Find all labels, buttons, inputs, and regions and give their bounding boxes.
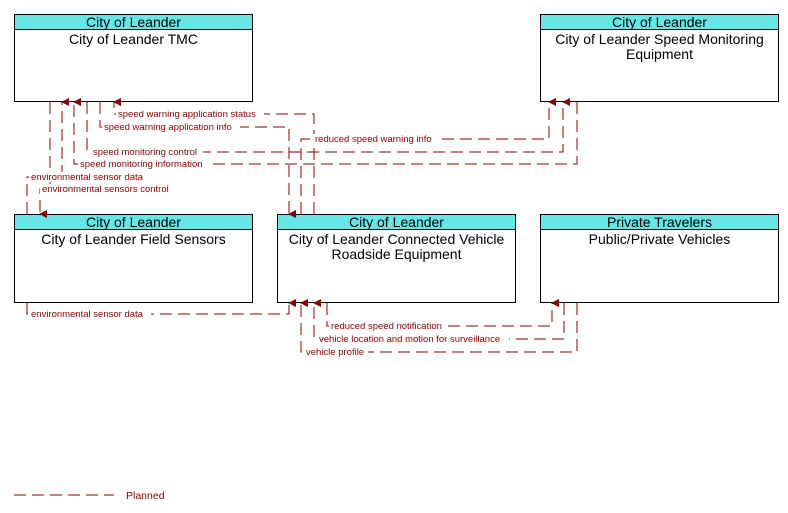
node-public-private-vehicles[interactable]: Private Travelers Public/Private Vehicle… — [540, 214, 779, 303]
node-header: Private Travelers — [541, 215, 778, 230]
flow-line-speed-monitoring-information — [73, 98, 578, 165]
flow-line-environmental-sensor-data-bottom — [26, 299, 296, 315]
node-header: City of Leander — [541, 15, 778, 30]
node-connected-vehicle-rse[interactable]: City of Leander City of Leander Connecte… — [277, 214, 516, 303]
node-field-sensors[interactable]: City of Leander City of Leander Field Se… — [14, 214, 253, 303]
flow-label-environmental-sensors-control: environmental sensors control — [42, 184, 169, 195]
flow-label-speed-warning-application-info: speed warning application info — [104, 122, 232, 133]
node-header: City of Leander — [15, 15, 252, 30]
legend-planned-label: Planned — [126, 490, 165, 502]
flow-line-environmental-sensor-data-top — [26, 98, 69, 214]
node-speed-monitoring-equipment[interactable]: City of Leander City of Leander Speed Mo… — [540, 14, 779, 102]
flow-line-environmental-sensors-control — [39, 102, 51, 218]
node-title: City of Leander Connected Vehicle Roadsi… — [288, 231, 505, 262]
flow-label-speed-monitoring-control: speed monitoring control — [93, 147, 197, 158]
node-header: City of Leander — [15, 215, 252, 230]
flow-label-reduced-speed-notification: reduced speed notification — [331, 321, 442, 332]
flow-label-vehicle-profile: vehicle profile — [306, 347, 364, 358]
node-title: City of Leander TMC — [69, 31, 198, 47]
flow-label-speed-monitoring-information: speed monitoring information — [80, 159, 203, 170]
flow-line-speed-monitoring-control — [86, 98, 570, 153]
flow-label-environmental-sensor-data-bottom: environmental sensor data — [31, 309, 144, 320]
flow-label-environmental-sensor-data-top: environmental sensor data — [31, 172, 144, 183]
node-title: City of Leander Speed Monitoring Equipme… — [555, 31, 764, 62]
flow-label-reduced-speed-warning-info: reduced speed warning info — [315, 134, 432, 145]
flow-line-vehicle-location-motion — [313, 299, 565, 340]
flow-line-reduced-speed-warning-info — [300, 98, 556, 214]
flow-line-vehicle-profile — [300, 299, 578, 353]
node-header: City of Leander — [278, 215, 515, 230]
flow-label-speed-warning-application-status: speed warning application status — [118, 109, 256, 120]
node-title: Public/Private Vehicles — [588, 231, 731, 247]
node-title: City of Leander Field Sensors — [41, 231, 226, 247]
flow-label-vehicle-location-motion: vehicle location and motion for surveill… — [319, 334, 500, 345]
node-city-of-leander-tmc[interactable]: City of Leander City of Leander TMC — [14, 14, 253, 102]
